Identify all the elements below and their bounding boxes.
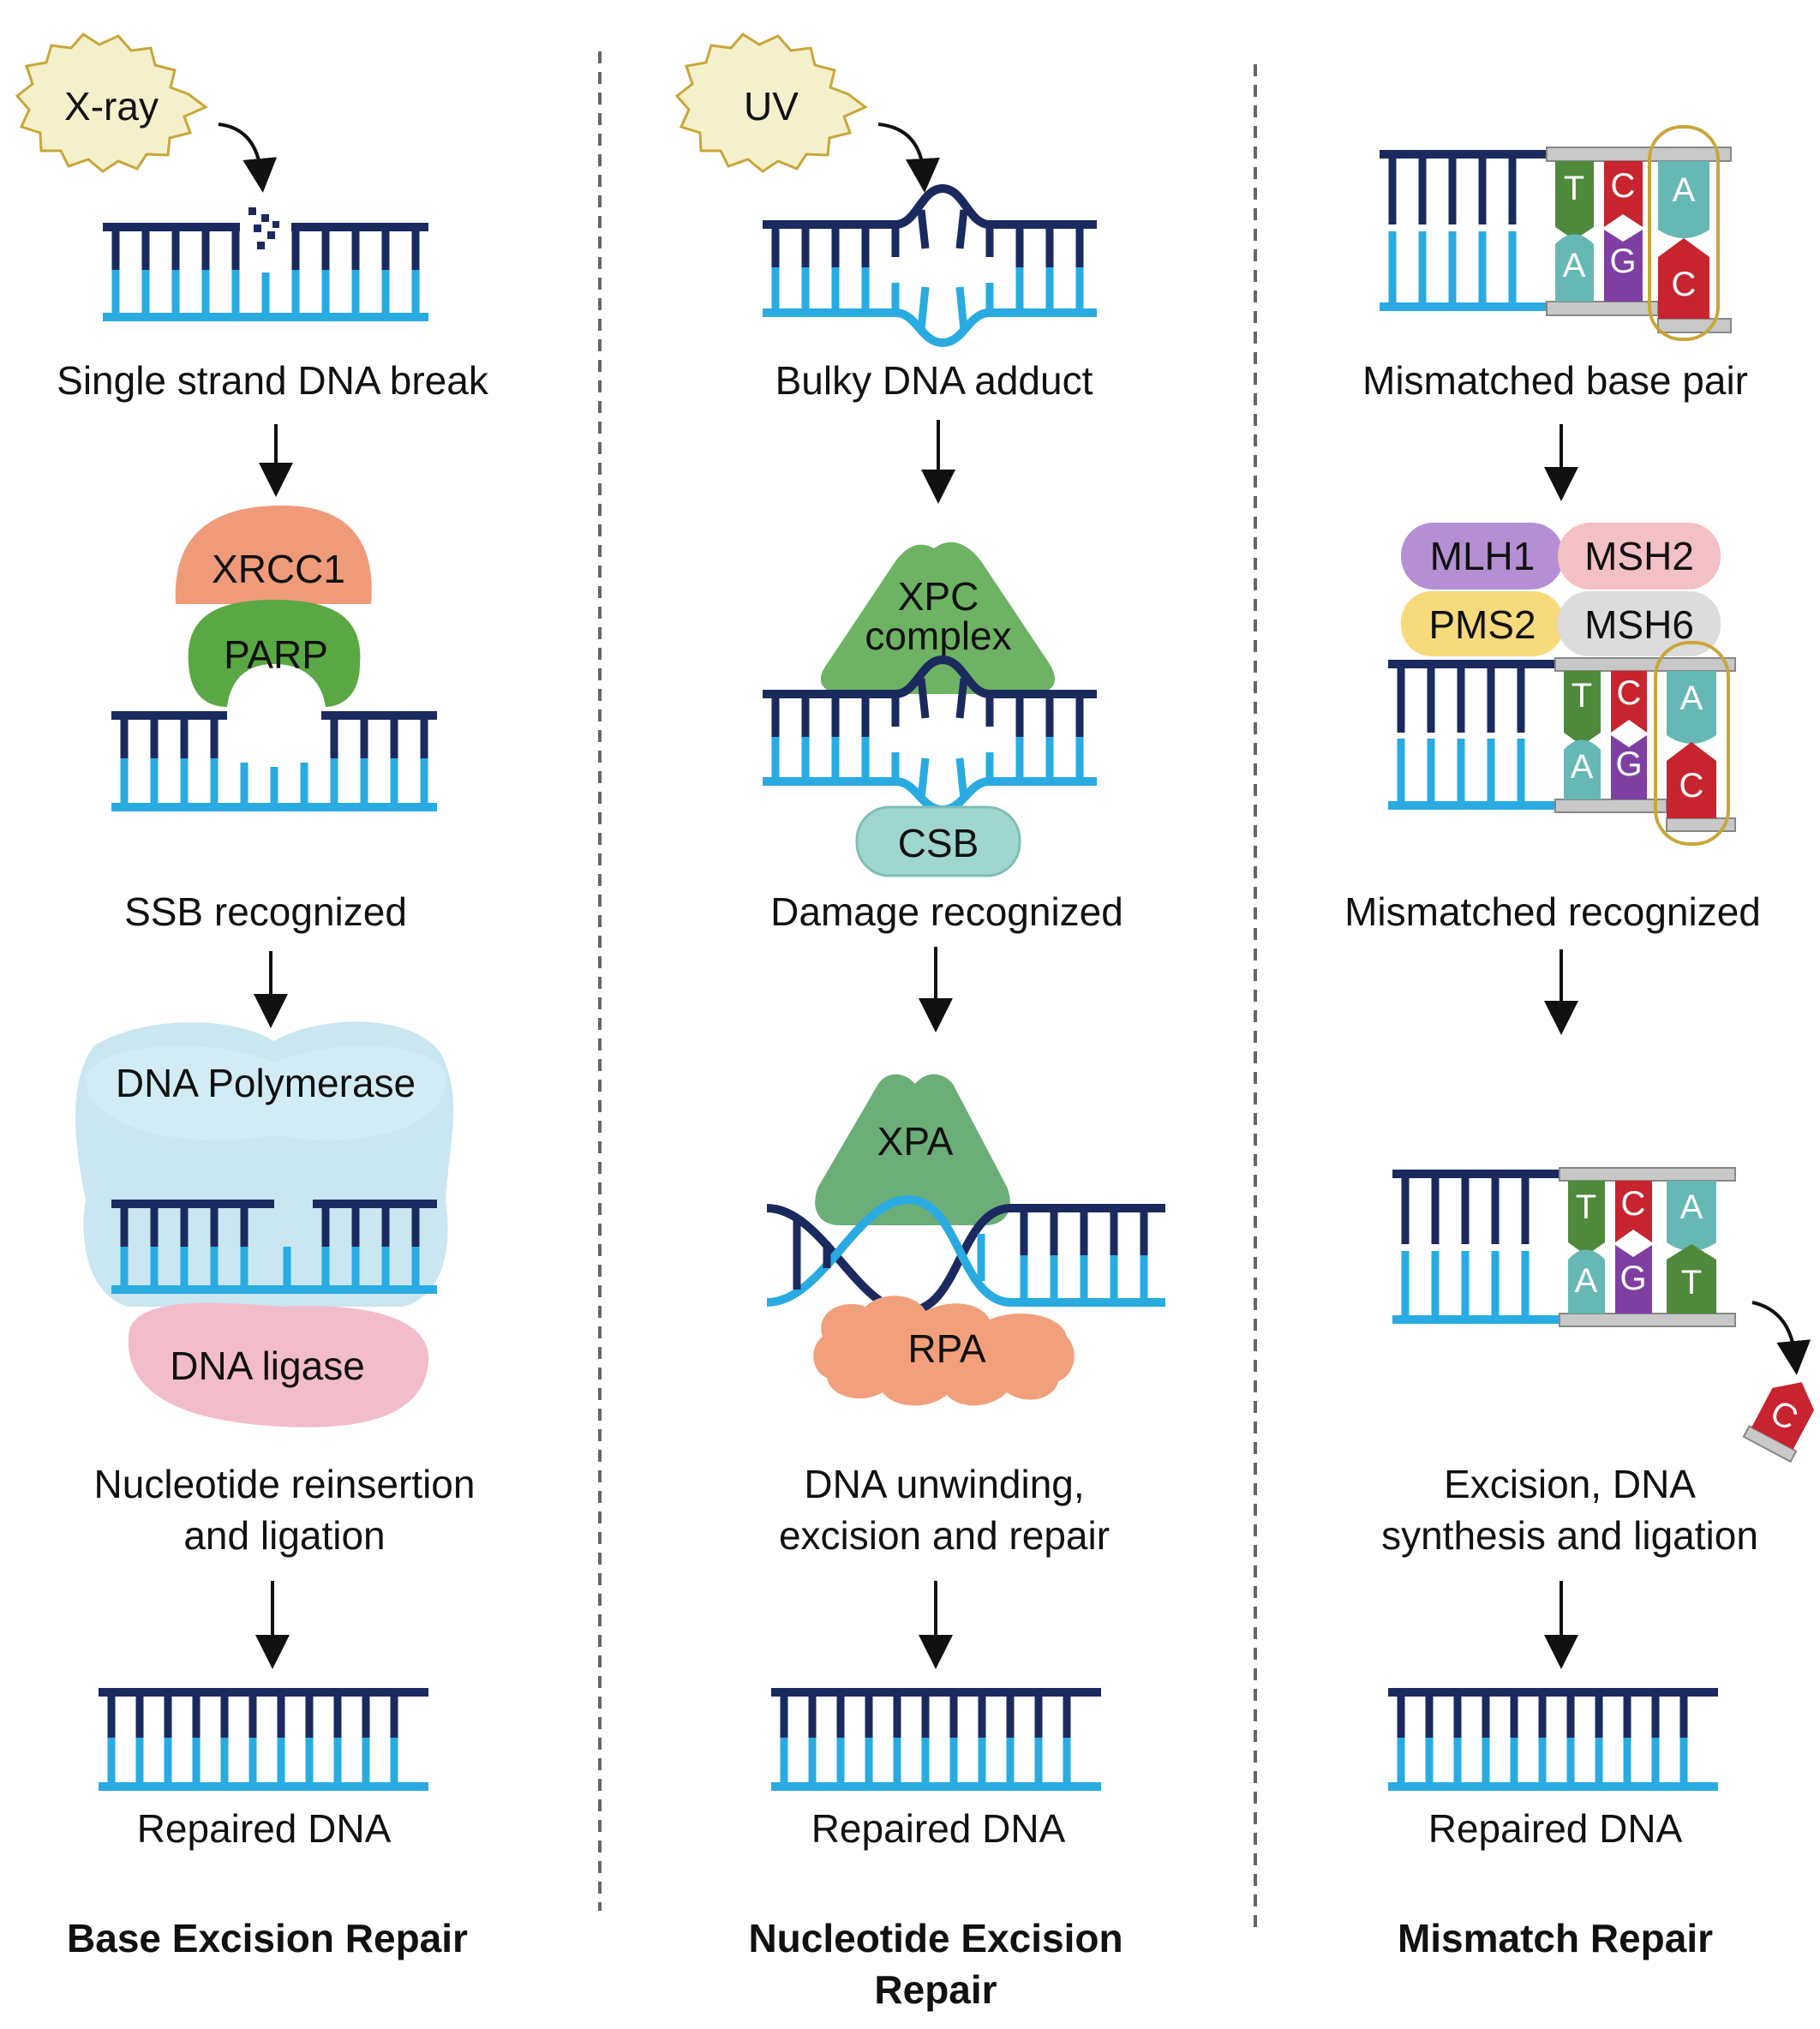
dna-ligase-label: DNA ligase [170,1344,365,1388]
msh6-label: MSH6 [1584,602,1694,647]
msh6-protein [1558,591,1721,656]
dna-ssb-recognized [111,711,437,811]
uv-arrow [877,123,940,193]
xrcc1-label: XRCC1 [212,547,345,591]
xrcc1-protein [175,506,372,604]
step-repaired-dna-2: Repaired DNA [811,1806,1066,1851]
xpc-complex-protein [820,542,1055,694]
step-reinsertion-line2: and ligation [183,1513,385,1558]
xpc-label: XPC [898,574,979,619]
repaired-dna-1 [99,1688,428,1791]
xpc-complex-label: complex [865,613,1011,658]
parp-label: PARP [224,632,328,677]
mlh1-label: MLH1 [1430,534,1536,578]
dna-mismatched-pair: T C A A G C [1380,125,1732,341]
svg-text:C: C [1672,266,1697,303]
title-base-excision-repair: Base Excision Repair [67,1916,468,1960]
pms2-protein [1401,591,1564,656]
svg-text:A: A [1575,1262,1598,1300]
step-ssb-recognized: SSB recognized [124,889,407,934]
dna-nucleotide-reinsertion [111,1200,437,1294]
step-damage-recognized: Damage recognized [770,889,1123,934]
step-unwinding-line2: excision and repair [779,1513,1110,1558]
svg-text:A: A [1673,171,1696,209]
dna-damage-recognized [763,655,1097,815]
repaired-dna-3 [1388,1688,1718,1791]
xray-burst-icon [15,33,208,173]
svg-text:C: C [1611,167,1636,205]
step-bulky-adduct: Bulky DNA adduct [775,358,1093,403]
svg-text:A: A [1680,1188,1703,1226]
dna-polymerase-label: DNA Polymerase [116,1061,416,1105]
dna-excision-synthesis: T C A A G T [1392,1167,1736,1327]
xpa-label: XPA [877,1119,954,1164]
msh2-protein [1558,523,1721,590]
svg-text:T: T [1681,1264,1702,1302]
msh2-label: MSH2 [1584,534,1694,578]
title-nucleotide-excision-line1: Nucleotide Excision [748,1916,1123,1960]
step-mismatch-recognized: Mismatched recognized [1344,889,1761,934]
csb-protein [855,805,1021,877]
mlh1-protein [1401,523,1564,590]
svg-text:G: G [1615,745,1642,783]
svg-text:A: A [1571,748,1594,786]
step-single-strand-break: Single strand DNA break [57,358,489,403]
uv-burst-icon [674,33,868,173]
dna-single-strand-break [103,207,428,321]
svg-text:A: A [1563,247,1586,284]
rpa-label: RPA [907,1326,985,1371]
excision-arrow [1751,1301,1811,1375]
repaired-dna-2 [771,1688,1101,1791]
step-repaired-dna-1: Repaired DNA [137,1806,392,1851]
title-mismatch-repair: Mismatch Repair [1398,1916,1713,1960]
svg-text:T: T [1572,677,1592,715]
step-unwinding-line1: DNA unwinding, [804,1462,1084,1506]
svg-text:C: C [1621,1185,1646,1223]
step-excision-line1: Excision, DNA [1444,1462,1696,1506]
uv-label: UV [744,84,799,129]
step-repaired-dna-3: Repaired DNA [1428,1806,1683,1851]
svg-text:T: T [1564,170,1584,207]
step-mismatched-pair: Mismatched base pair [1362,358,1748,403]
dna-bulky-adduct [763,183,1097,348]
svg-text:C: C [1679,767,1704,805]
step-reinsertion-line1: Nucleotide reinsertion [94,1462,476,1506]
parp-protein [188,600,361,707]
dna-ligase-protein [128,1302,429,1427]
xray-label: X-ray [64,84,159,129]
step-excision-line2: synthesis and ligation [1381,1513,1758,1558]
svg-text:T: T [1576,1188,1596,1226]
column-nucleotide-excision-repair: UV Bulky DNA adduct XPC compl [674,33,1165,2012]
csb-label: CSB [898,821,979,865]
svg-text:C: C [1617,674,1642,712]
title-nucleotide-excision-line2: Repair [874,1967,997,2012]
pms2-label: PMS2 [1428,602,1536,647]
xpa-protein [815,1074,1010,1225]
svg-text:A: A [1680,679,1703,717]
column-base-excision-repair: X-ray [15,33,489,1960]
svg-text:G: G [1609,242,1636,280]
dna-mismatch-recognized: T C A A G C [1388,641,1736,846]
xray-arrow [218,123,278,193]
excised-base-C: C [1742,1382,1815,1463]
rpa-protein [813,1296,1075,1406]
svg-text:G: G [1619,1260,1646,1297]
column-mismatch-repair: T C A A G C Mismatched base pair MLH1 MS… [1344,125,1815,1960]
